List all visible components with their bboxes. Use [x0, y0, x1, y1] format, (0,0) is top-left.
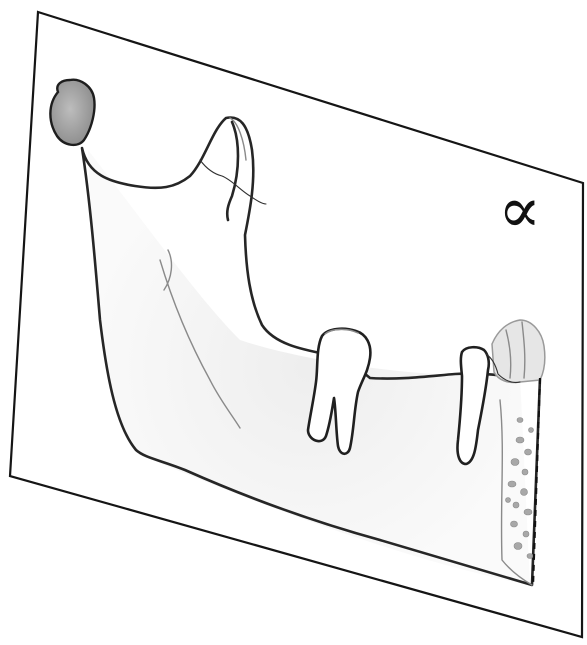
condyle [50, 80, 94, 145]
plane-label: ∝ [498, 174, 541, 248]
